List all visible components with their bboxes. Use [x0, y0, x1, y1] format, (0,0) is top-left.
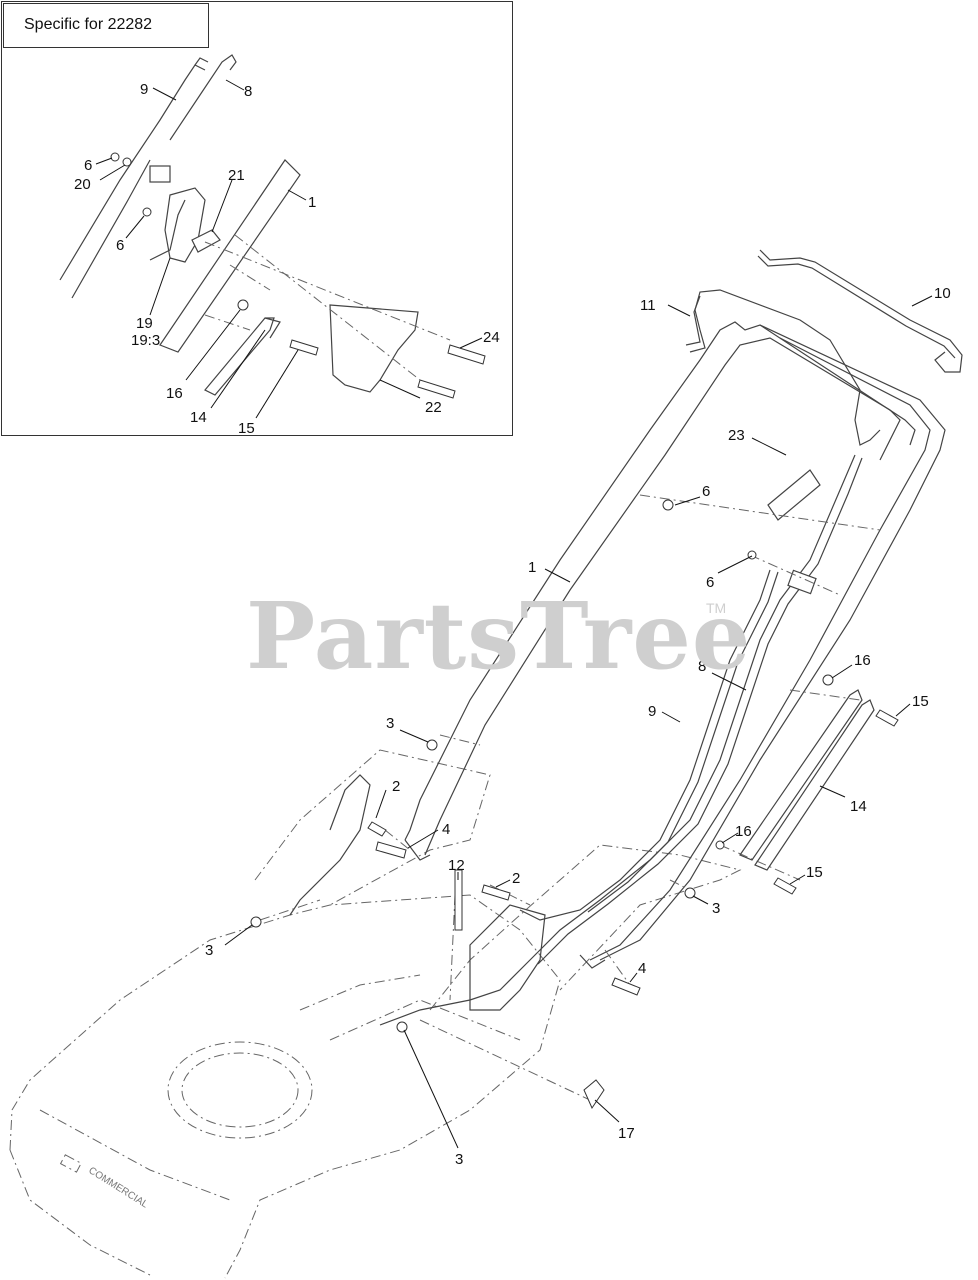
inset-callout-6: 6 — [116, 237, 124, 254]
deck-brand-text: COMMERCIAL — [86, 1165, 150, 1210]
callout-4: 4 — [442, 821, 450, 838]
main-handle — [404, 321, 946, 969]
callout-6: 6 — [706, 574, 714, 591]
inset-callout-22: 22 — [425, 399, 442, 416]
inset-drawing — [59, 54, 486, 399]
control-cables — [379, 454, 863, 1026]
decal — [767, 469, 821, 521]
inset-callout-21: 21 — [228, 167, 245, 184]
inset-callout-1: 1 — [308, 194, 316, 211]
hardware — [250, 499, 899, 1110]
callout-9: 9 — [648, 703, 656, 720]
watermark: PartsTree — [246, 582, 752, 690]
reference-lines — [259, 494, 881, 1101]
inset-callout-20: 20 — [74, 176, 91, 193]
inset-callout-8: 8 — [244, 83, 252, 100]
callout-16: 16 — [854, 652, 871, 669]
callout-8: 8 — [698, 658, 706, 675]
leader-lines — [224, 295, 933, 1149]
bail-bar — [757, 249, 963, 373]
cable-clip — [787, 569, 817, 595]
callout-2: 2 — [392, 778, 400, 795]
support-rods — [739, 689, 875, 871]
inset-leaders — [95, 79, 483, 419]
inset-callout-15: 15 — [238, 420, 255, 437]
callout-15: 15 — [912, 693, 929, 710]
inset-panel: Specific for 22282 — [1, 1, 513, 436]
callout-2: 2 — [512, 870, 520, 887]
callout-6: 6 — [702, 483, 710, 500]
callout-3: 3 — [712, 900, 720, 917]
callout-23: 23 — [728, 427, 745, 444]
inset-callout-16: 16 — [166, 385, 183, 402]
inset-callout-19: 19 — [136, 315, 153, 332]
inset-title: Specific for 22282 — [24, 16, 153, 33]
callout-12: 12 — [448, 857, 465, 874]
inset-callouts: 9 8 6 20 21 1 6 19 19:3 24 16 22 14 15 — [74, 81, 500, 437]
callout-10: 10 — [934, 285, 951, 302]
inset-callout-24: 24 — [483, 329, 500, 346]
callout-3: 3 — [455, 1151, 463, 1168]
callout-16: 16 — [735, 823, 752, 840]
callout-14: 14 — [850, 798, 867, 815]
callout-3: 3 — [386, 715, 394, 732]
callout-17: 17 — [618, 1125, 635, 1142]
inset-callout-9: 9 — [140, 81, 148, 98]
main-callouts: 10 11 23 6 1 6 8 9 16 15 3 2 4 14 16 15 … — [205, 285, 951, 1168]
control-bar — [685, 289, 881, 446]
callout-3: 3 — [205, 942, 213, 959]
callout-1: 1 — [528, 559, 536, 576]
inset-callout-6: 6 — [84, 157, 92, 174]
callout-15: 15 — [806, 864, 823, 881]
callout-11: 11 — [640, 297, 656, 314]
inset-callout-19-3: 19:3 — [131, 332, 160, 349]
mower-deck: COMMERCIAL — [9, 894, 561, 1279]
handle-brackets — [254, 749, 742, 1011]
callout-4: 4 — [638, 960, 646, 977]
inset-title-box: Specific for 22282 — [3, 3, 209, 48]
watermark-trademark: TM — [706, 600, 727, 616]
inset-callout-14: 14 — [190, 409, 207, 426]
